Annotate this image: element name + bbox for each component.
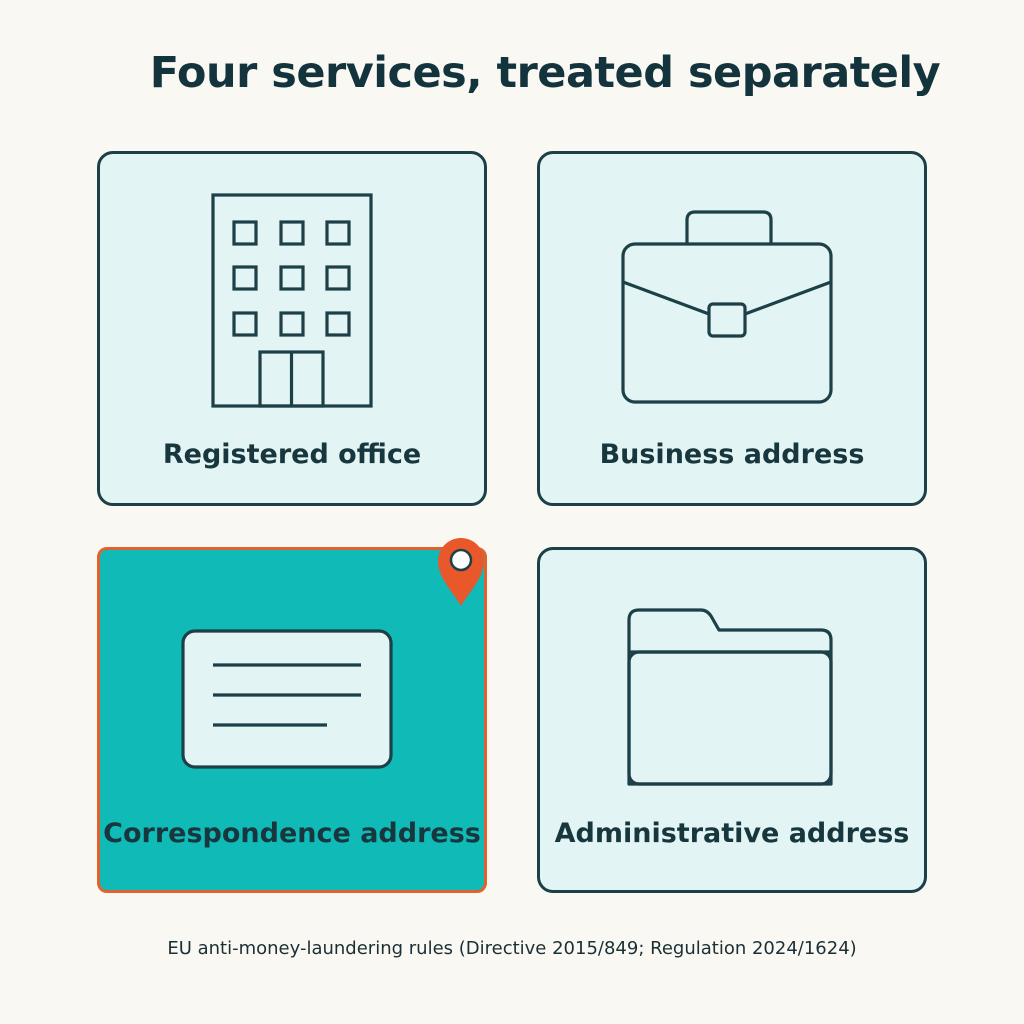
card-label: Administrative address <box>554 818 910 849</box>
card-business-address: Business address <box>537 151 927 506</box>
office-building-icon <box>211 193 373 409</box>
card-label: Registered office <box>162 439 422 470</box>
card-correspondence-address: Correspondence address <box>97 547 487 893</box>
card-administrative-address: Administrative address <box>537 547 927 893</box>
briefcase-icon <box>621 210 833 404</box>
footnote: EU anti-money-laundering rules (Directiv… <box>167 938 857 959</box>
location-pin-icon <box>434 534 488 612</box>
card-label: Business address <box>599 439 865 470</box>
envelope-card-icon <box>181 629 393 771</box>
card-registered-office: Registered office <box>97 151 487 506</box>
folder-icon <box>627 608 833 788</box>
card-label: Correspondence address <box>103 818 481 849</box>
page-title: Four services, treated separately <box>149 48 941 98</box>
